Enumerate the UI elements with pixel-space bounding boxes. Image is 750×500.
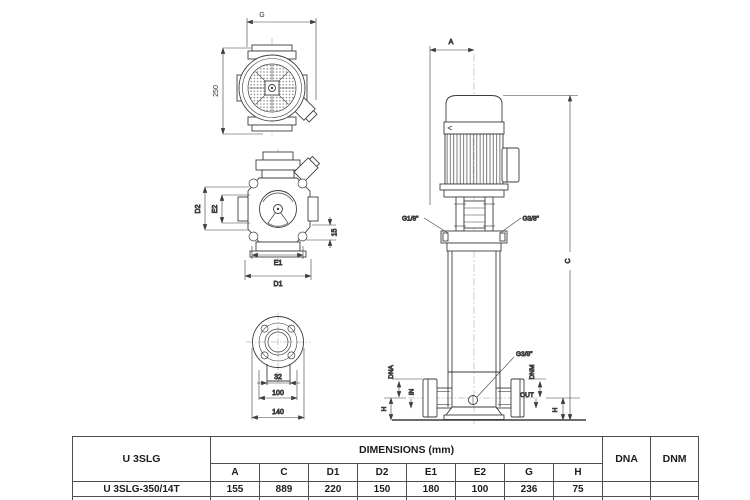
column-header-h: H	[552, 463, 604, 482]
value-h: 75	[552, 481, 604, 497]
dim-e2	[219, 194, 250, 224]
dim-label-h-left: H	[381, 406, 388, 411]
motor-marking	[447, 125, 453, 131]
port-label-g18: G1/8"	[402, 216, 419, 223]
value-c: 889	[259, 481, 309, 497]
port-g38-drain	[476, 356, 515, 398]
dim-label-g: G	[259, 12, 264, 19]
dim-label-d2: D2	[195, 204, 202, 213]
technical-drawing: G 250	[195, 12, 586, 424]
dim-h-left	[384, 397, 406, 421]
dim-label-e1: E1	[274, 260, 283, 267]
table-row-clipped	[72, 496, 700, 500]
dim-label-100: 100	[272, 390, 284, 397]
port-g18	[423, 217, 449, 234]
model-name: U 3SLG-350/14T	[72, 481, 211, 497]
column-header-c: C	[259, 463, 309, 482]
pump-elevation-view: A C	[381, 39, 586, 424]
terminal-box-plan-view	[293, 155, 321, 183]
dim-label-d1: D1	[274, 281, 283, 288]
column-header-e1: E1	[406, 463, 456, 482]
dim-c	[503, 94, 578, 421]
dim-d2	[202, 186, 249, 231]
value-g: 236	[504, 481, 554, 497]
dim-label-250: 250	[213, 85, 220, 97]
dim-140	[251, 348, 305, 420]
dim-d1	[244, 259, 312, 280]
suction-flange	[422, 378, 452, 418]
dim-e1	[251, 246, 304, 259]
value-d2: 150	[357, 481, 407, 497]
column-header-a: A	[210, 463, 260, 482]
dim-250	[220, 47, 263, 135]
dim-g	[246, 18, 317, 100]
series-name: U 3SLG	[72, 436, 211, 482]
port-label-g38-drain: G3/8"	[516, 351, 533, 358]
table-row: U 3SLG-350/14T 155 889 220 150 180 100 2…	[72, 481, 700, 497]
terminal-box-elevation	[501, 147, 520, 183]
dimensions-table: U 3SLG DIMENSIONS (mm) DNA DNM A C D1 D2…	[72, 436, 700, 500]
bolt-holes	[260, 324, 296, 360]
dim-label-e2: E2	[212, 205, 219, 214]
dim-label-140: 140	[272, 409, 284, 416]
dimensions-header: DIMENSIONS (mm)	[209, 436, 604, 464]
dim-label-h-right: H	[552, 407, 559, 412]
column-header-d1: D1	[308, 463, 358, 482]
value-dnm	[650, 481, 700, 497]
column-header-d2: D2	[357, 463, 407, 482]
motor-elevation	[439, 95, 520, 198]
dim-100	[258, 370, 298, 401]
dim-label-dnm: DNM	[529, 365, 536, 380]
flow-label-in: IN	[409, 388, 416, 395]
motor-top-view: G 250	[213, 12, 318, 136]
dim-label-32: 32	[274, 374, 282, 381]
motor-fins	[444, 133, 504, 185]
dnm-column-header: DNM	[650, 436, 700, 482]
value-d1: 220	[308, 481, 358, 497]
dim-label-a: A	[449, 39, 454, 46]
flow-label-out: OUT	[520, 392, 534, 399]
dim-label-c: C	[565, 258, 572, 263]
port-label-g38-top: G3/8"	[523, 216, 540, 223]
dim-15	[306, 217, 336, 248]
value-e1: 180	[406, 481, 456, 497]
column-header-g: G	[504, 463, 554, 482]
dim-dnm	[528, 378, 546, 398]
column-header-e2: E2	[455, 463, 505, 482]
dim-a	[429, 46, 475, 205]
value-a: 155	[210, 481, 260, 497]
dim-label-dna: DNA	[388, 364, 395, 378]
discharge-flange	[496, 378, 525, 418]
port-g38-top	[499, 217, 522, 234]
fan-spokes	[249, 65, 295, 111]
flange-view: 32 100 140	[246, 313, 310, 420]
value-dna	[602, 481, 652, 497]
value-e2: 100	[455, 481, 505, 497]
dim-label-15: 15	[332, 229, 339, 237]
dim-h-right	[546, 397, 580, 421]
dna-column-header: DNA	[602, 436, 652, 482]
dim-dna	[392, 378, 422, 398]
pump-plan-view: D2 E2 15 E1 D1	[195, 149, 339, 288]
lantern-coupling	[454, 196, 495, 232]
